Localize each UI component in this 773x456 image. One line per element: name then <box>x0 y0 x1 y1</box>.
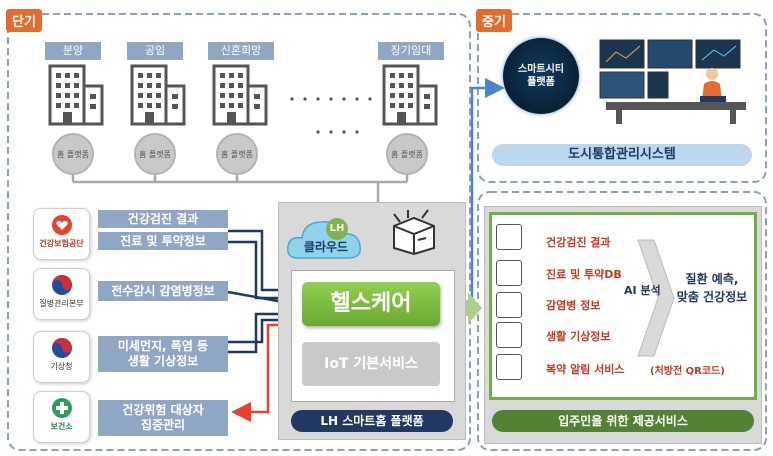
chevron-icon <box>637 239 675 357</box>
service-qr-note: (처방전 QR코드) <box>650 366 725 377</box>
home-platform-node: 홈 플랫폼 <box>216 133 258 175</box>
info-health-risk: 건강위험 대상자 집중관리 <box>98 400 228 436</box>
mid-term-frame <box>477 13 767 183</box>
org-kma: 기상청 <box>33 331 90 383</box>
taegeuk-icon <box>51 275 72 295</box>
ai-result: 질환 예측, 맞춤 건강정보 <box>676 272 748 304</box>
service-weather: 생활 기상정보 <box>546 330 611 343</box>
housing-label-sale: 분양 <box>45 42 101 60</box>
org-name: 건강보험공단 <box>39 239 84 248</box>
cloud-icon <box>286 221 361 259</box>
housing-label-longterm: 장기임대 <box>378 42 444 60</box>
ai-analysis-label: AI 분석 <box>624 284 661 297</box>
home-platform-node: 홈 플랫폼 <box>386 133 428 175</box>
short-term-frame <box>7 13 471 451</box>
cloud-label: 클라우드 <box>303 240 349 254</box>
weather-icon <box>496 322 522 348</box>
housing-label-public: 공임 <box>127 42 183 60</box>
info-checkup-result: 건강검진 결과 <box>98 210 228 228</box>
prescription-icon <box>496 260 522 286</box>
control-room-icon <box>599 39 746 124</box>
heart-icon <box>51 215 72 235</box>
apartment-icon <box>130 64 186 126</box>
resident-service-title: 입주민을 위한 제공서비스 <box>492 410 754 432</box>
ai-document-icon <box>496 224 522 250</box>
lh-badge: LH <box>326 218 348 240</box>
home-platform-node: 홈 플랫폼 <box>52 133 94 175</box>
apartment-icon <box>212 64 268 126</box>
qr-phone-icon <box>496 354 522 380</box>
healthcare-module: 헬스케어 <box>302 282 440 326</box>
mid-term-tag: 중기 <box>476 9 512 32</box>
home-platform-node: 홈 플랫폼 <box>134 133 176 175</box>
service-treatment-db: 진료 및 투약DB <box>546 268 622 281</box>
org-name: 질병관리본부 <box>39 299 84 308</box>
taegeuk-icon <box>51 338 72 358</box>
smart-home-platform-title: LH 스마트홈 플랫폼 <box>291 410 453 432</box>
apartment-icon <box>382 64 438 126</box>
apartment-icon <box>48 64 104 126</box>
info-weather: 미세먼지, 폭염 등 생활 기상정보 <box>98 336 228 372</box>
box-icon <box>393 209 435 256</box>
short-term-tag: 단기 <box>6 9 42 32</box>
iot-module: IoT 기본서비스 <box>302 342 440 386</box>
org-name: 보건소 <box>50 422 73 431</box>
info-infectious-disease: 전수감시 감염병정보 <box>98 281 228 301</box>
org-nhis: 건강보험공단 <box>33 208 90 260</box>
housing-label-newlywed: 신혼희망 <box>208 42 274 60</box>
service-frame <box>477 191 767 451</box>
service-checkup: 건강검진 결과 <box>546 236 611 249</box>
smart-city-platform: 스마트시티 플랫폼 <box>503 38 579 114</box>
virus-icon <box>496 292 522 318</box>
org-kcdc: 질병관리본부 <box>33 268 90 320</box>
info-treatment: 진료 및 투약정보 <box>98 232 228 250</box>
service-infection: 감염병 정보 <box>546 299 601 312</box>
org-health-center: 보건소 <box>33 391 90 443</box>
service-medication-alert: 복약 알림 서비스 <box>546 363 625 376</box>
org-name: 기상청 <box>50 362 73 371</box>
city-system-title: 도시통합관리시스템 <box>492 144 752 166</box>
health-cross-icon <box>51 398 72 418</box>
service-list-box <box>489 212 757 400</box>
